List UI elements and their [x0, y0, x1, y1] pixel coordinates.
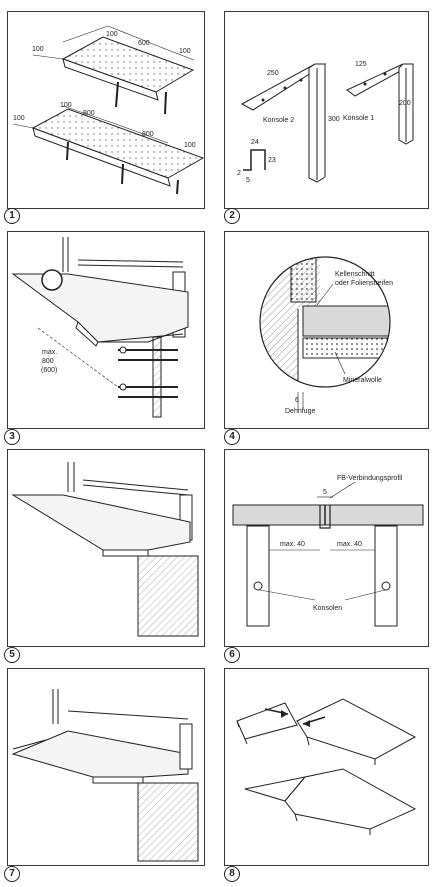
bracket-drawing: 250 300 Konsole 2 125 200 Konsole 1 24 2…	[237, 61, 414, 184]
panel-number-6: 6	[224, 647, 240, 663]
panel-number-4: 4	[224, 429, 240, 445]
max-label: max.	[42, 349, 57, 356]
sill-dimensions-drawing: 100 100 600 100 100 100 800 800 100	[12, 25, 204, 195]
mineralwolle-label: Mineralwolle	[343, 377, 382, 384]
detail-circle	[41, 269, 63, 291]
detail-drawing: Kellenschnitt oder Folienstreifen Minera…	[259, 256, 393, 415]
fb-profile-label: FB-Verbindungsprofil	[337, 475, 403, 482]
panel-number-1: 1	[4, 208, 20, 224]
figure-panel-7	[7, 668, 205, 866]
profile-gap-dim: 5	[323, 489, 327, 496]
konsolen-label: Konsolen	[313, 605, 342, 612]
figure-panel-3: max. 800 (600)	[7, 231, 205, 429]
dim-lower-top: 100	[60, 102, 72, 109]
corner-installation-drawing	[11, 689, 199, 862]
panel-number-5: 5	[4, 647, 20, 663]
figure-panel-4: Kellenschnitt oder Folienstreifen Minera…	[224, 231, 429, 429]
figure-panel-1: 100 100 600 100 100 100 800 800 100	[7, 11, 205, 209]
dehnfuge-label: Dehnfuge	[285, 408, 315, 415]
dim-lower-left: 100	[13, 115, 25, 122]
max-value-alt: (600)	[41, 367, 57, 374]
panel-number-8: 8	[224, 866, 240, 882]
figure-panel-5	[7, 449, 205, 647]
konsole1-width: 125	[355, 61, 367, 68]
figure-panel-8	[224, 668, 429, 866]
dim-upper-left: 100	[32, 46, 44, 53]
right-max-dim: max. 40	[337, 541, 362, 548]
konsole1-label: Konsole 1	[343, 115, 374, 122]
profile-dim-24: 24	[251, 139, 259, 146]
dim-upper-top: 100	[106, 31, 118, 38]
profile-dim-23: 23	[268, 157, 276, 164]
left-max-dim: max. 40	[280, 541, 305, 548]
konsole2-width: 250	[267, 70, 279, 77]
panel-number-3: 3	[4, 429, 20, 445]
installation-drawing: max. 800 (600)	[11, 237, 189, 418]
panel-number-2: 2	[224, 208, 240, 224]
dim-lower-b: 800	[142, 131, 154, 138]
panel-number-7: 7	[4, 866, 20, 882]
dim-lower-a: 800	[83, 110, 95, 117]
dim-upper-middle: 600	[138, 40, 150, 47]
konsole2-height: 300	[328, 116, 340, 123]
kellenschnitt-label: Kellenschnitt	[335, 271, 375, 278]
installed-sill-drawing	[11, 462, 199, 637]
dehnfuge-dim: 6	[295, 397, 299, 404]
konsole1-height: 200	[399, 100, 411, 107]
figure-panel-6: 5 FB-Verbindungsprofil max. 40 max. 40 K…	[224, 449, 429, 647]
joining-steps-drawing	[236, 698, 417, 835]
dim-upper-right: 100	[179, 48, 191, 55]
figure-panel-2: 250 300 Konsole 2 125 200 Konsole 1 24 2…	[224, 11, 429, 209]
joint-connection-drawing: 5 FB-Verbindungsprofil max. 40 max. 40 K…	[232, 475, 424, 627]
konsole2-label: Konsole 2	[263, 117, 294, 124]
profile-dim-5: 5	[246, 177, 250, 184]
folienstreifen-label: oder Folienstreifen	[335, 280, 393, 287]
profile-dim-2: 2	[237, 170, 241, 177]
max-value: 800	[42, 358, 54, 365]
dim-lower-right: 100	[184, 142, 196, 149]
